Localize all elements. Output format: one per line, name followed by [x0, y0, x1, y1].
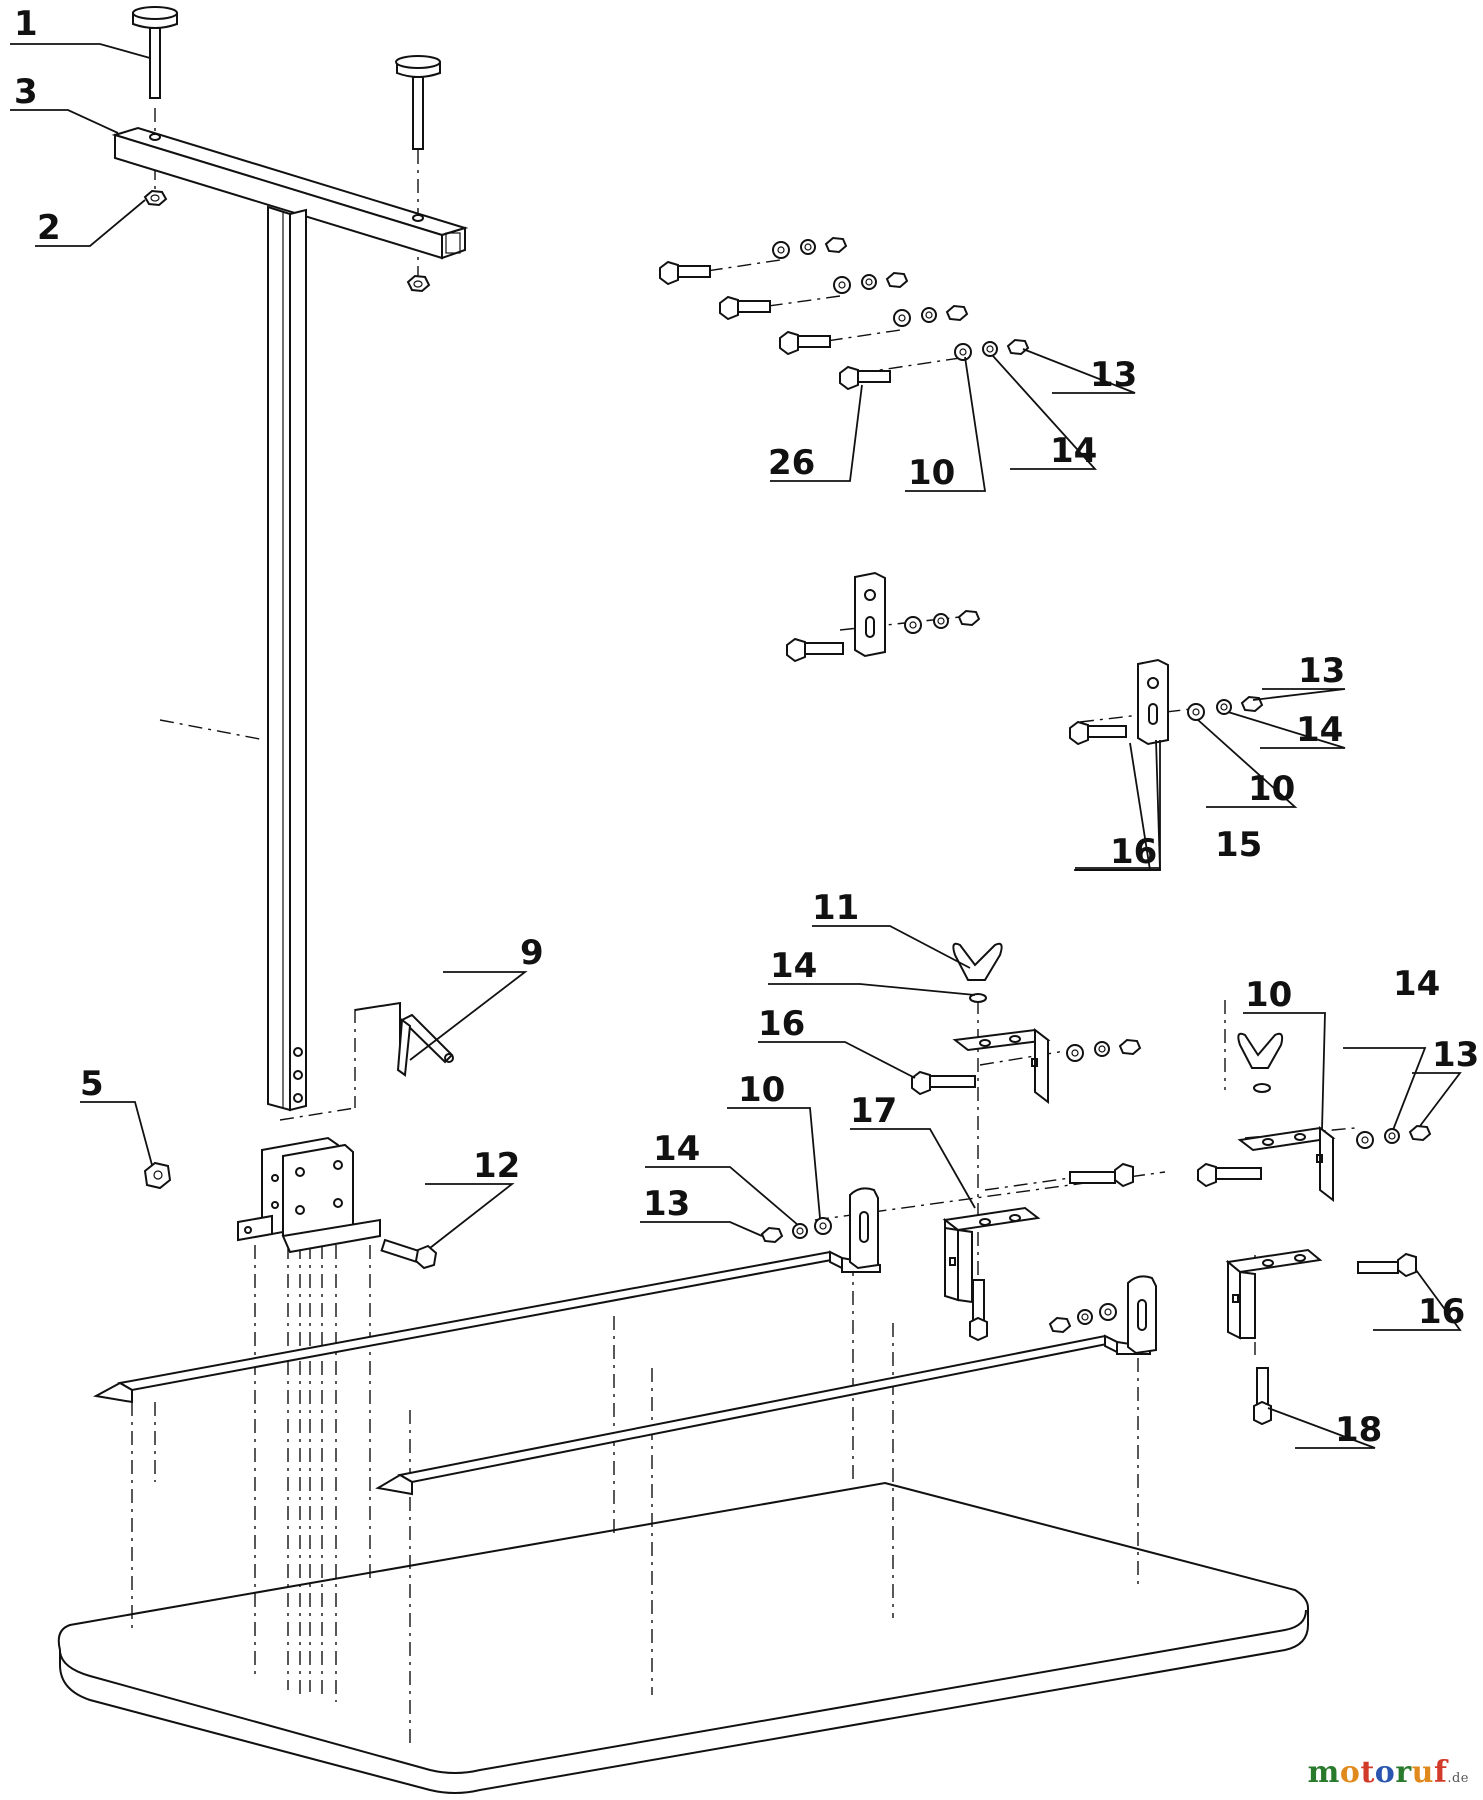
label-10-far-right: 10 — [1245, 975, 1292, 1015]
label-18: 18 — [1335, 1410, 1382, 1450]
nut-2-right — [406, 274, 431, 293]
label-15: 15 — [1215, 825, 1262, 865]
label-14-center: 14 — [770, 946, 817, 986]
watermark-letter: t — [1360, 1755, 1375, 1790]
bolt-set-row-4 — [839, 338, 1030, 391]
label-17: 17 — [850, 1091, 897, 1131]
label-5: 5 — [80, 1064, 104, 1104]
label-1: 1 — [14, 4, 38, 44]
hardware-rail-upper — [760, 1217, 832, 1244]
nut-5 — [143, 1161, 172, 1190]
label-14-top: 14 — [1050, 431, 1097, 471]
bolt-12 — [380, 1238, 438, 1270]
clip-9 — [354, 1001, 454, 1077]
assembly-center-lines — [131, 108, 1356, 1748]
watermark-letter: o — [1339, 1755, 1361, 1790]
part-number-labels: 1 3 2 13 14 10 26 13 14 10 16 15 11 14 1… — [14, 4, 1479, 1450]
label-16-far-right: 16 — [1418, 1292, 1465, 1332]
handle-knob-left — [132, 6, 178, 99]
bolt-set-row-3 — [779, 304, 969, 356]
label-2: 2 — [37, 208, 61, 248]
hardware-rail-lower — [1048, 1303, 1117, 1334]
frame-base-brackets — [237, 1136, 381, 1254]
bolt-set-row-1 — [659, 236, 848, 286]
label-13-far-right: 13 — [1432, 1035, 1479, 1075]
label-26: 26 — [768, 443, 815, 483]
label-11: 11 — [812, 888, 859, 928]
plate-bolt-set-middle — [786, 571, 981, 663]
label-14-far-right: 14 — [1393, 964, 1440, 1004]
label-12: 12 — [473, 1146, 520, 1186]
watermark-letter: r — [1395, 1755, 1412, 1790]
label-9: 9 — [520, 933, 544, 973]
nut-2-left — [143, 189, 168, 207]
rail-upper — [92, 1187, 881, 1404]
bolt-set-row-2 — [719, 271, 909, 321]
watermark-letter: m — [1307, 1755, 1340, 1790]
watermark-letter: o — [1374, 1755, 1396, 1790]
t-frame — [111, 126, 469, 1112]
label-13-left: 13 — [643, 1184, 690, 1224]
label-14-left: 14 — [653, 1129, 700, 1169]
center-bracket-assembly — [911, 942, 1142, 1342]
watermark-letter: f — [1433, 1755, 1448, 1790]
label-16-right: 16 — [1110, 832, 1157, 872]
plate-bolt-set-right — [1069, 658, 1264, 746]
label-13-right: 13 — [1298, 651, 1345, 691]
handle-knob-right — [395, 55, 441, 150]
label-16-center: 16 — [758, 1004, 805, 1044]
watermark-suffix: .de — [1447, 1771, 1469, 1786]
label-3: 3 — [14, 72, 38, 112]
label-10-top: 10 — [908, 453, 955, 493]
rail-lower — [375, 1275, 1157, 1496]
label-10-center: 10 — [738, 1070, 785, 1110]
right-bracket-assembly — [1197, 1032, 1432, 1426]
watermark-logo: motoruf.de — [1308, 1755, 1469, 1790]
label-10-right: 10 — [1248, 769, 1295, 809]
label-13-top: 13 — [1090, 355, 1137, 395]
label-14-right: 14 — [1296, 710, 1343, 750]
base-plate — [57, 1481, 1309, 1794]
watermark-letter: u — [1411, 1755, 1434, 1790]
leader-lines — [10, 43, 1462, 1449]
